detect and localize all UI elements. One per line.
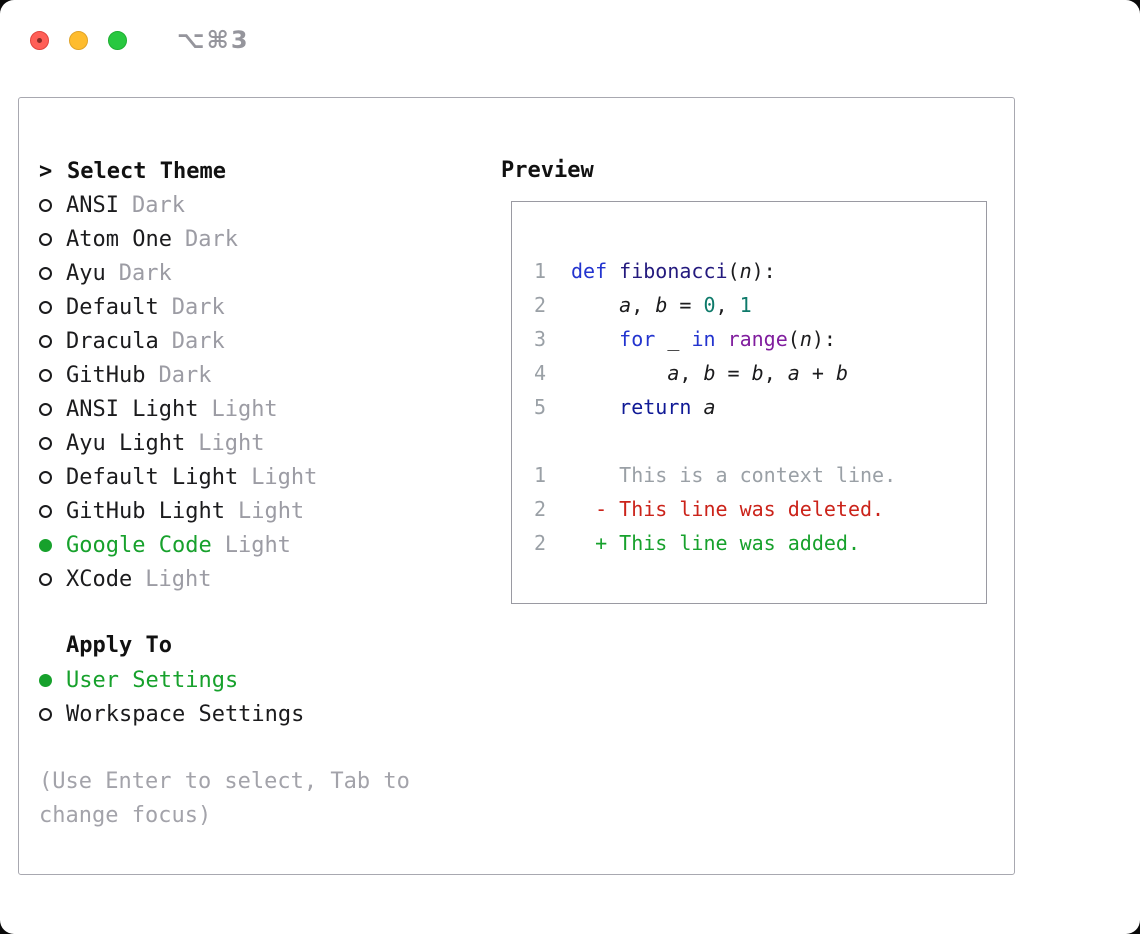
theme-option-xcode-light[interactable]: XCode Light — [39, 562, 499, 596]
theme-option-ansi-light[interactable]: ANSI Light Light — [39, 392, 499, 426]
radio-icon — [39, 572, 52, 586]
theme-option-default-light[interactable]: Default Light Light — [39, 460, 499, 494]
cursor-prompt-icon: > — [39, 158, 53, 184]
line-number: 5 — [533, 395, 546, 419]
line-number: 3 — [533, 327, 546, 351]
usage-hint-line2: change focus) — [39, 803, 212, 828]
usage-hint: (Use Enter to select, Tab to change focus… — [39, 765, 499, 833]
theme-option-default-dark[interactable]: Default Dark — [39, 290, 499, 324]
code-line-1: 1 def fibonacci(n): — [532, 254, 976, 288]
radio-icon — [39, 198, 52, 212]
radio-icon — [39, 300, 52, 314]
radio-icon — [39, 266, 52, 280]
theme-option-ayu-light[interactable]: Ayu Light Light — [39, 426, 499, 460]
theme-picker-panel: > Select Theme ANSI Dark Atom One Dark A… — [18, 97, 1015, 875]
diff-deleted-text: - This line was deleted. — [571, 497, 885, 521]
diff-line-deleted: 2 - This line was deleted. — [532, 492, 976, 526]
theme-option-github-dark[interactable]: GitHub Dark — [39, 358, 499, 392]
radio-icon — [39, 334, 52, 348]
theme-option-ayu-dark[interactable]: Ayu Dark — [39, 256, 499, 290]
apply-to-heading: Apply To — [66, 633, 172, 658]
radio-icon — [39, 436, 52, 450]
code-text: for _ in range(n): — [619, 327, 836, 351]
radio-icon — [39, 707, 52, 721]
zoom-button[interactable] — [108, 30, 127, 50]
select-theme-title: Select Theme — [67, 158, 226, 184]
line-number: 1 — [533, 259, 546, 283]
line-number: 4 — [533, 361, 546, 385]
radio-icon — [39, 368, 52, 382]
blank-line — [532, 424, 976, 458]
diff-line-context: 1 This is a context line. — [532, 458, 976, 492]
theme-option-ansi-dark[interactable]: ANSI Dark — [39, 188, 499, 222]
code-line-3: 3 for _ in range(n): — [532, 322, 976, 356]
radio-icon — [39, 232, 52, 246]
minimize-button[interactable] — [69, 30, 88, 50]
line-number: 2 — [533, 531, 546, 555]
diff-added-text: + This line was added. — [571, 531, 860, 555]
theme-list-column: > Select Theme ANSI Dark Atom One Dark A… — [39, 154, 499, 833]
line-number: 2 — [533, 293, 546, 317]
theme-preview-box: 1 def fibonacci(n): 2 a, b = 0, 1 3 for … — [511, 201, 987, 604]
theme-option-google-code-light[interactable]: Google Code Light — [39, 528, 499, 562]
keyboard-shortcut-label: ⌥⌘3 — [177, 26, 250, 54]
line-number: 1 — [533, 463, 546, 487]
radio-selected-icon — [39, 538, 52, 552]
code-text: a, b = b, a + b — [667, 361, 848, 385]
diff-context-text: This is a context line. — [571, 463, 897, 487]
preview-heading: Preview — [501, 158, 594, 183]
code-line-5: 5 return a — [532, 390, 976, 424]
close-button[interactable] — [30, 30, 49, 50]
radio-icon — [39, 402, 52, 416]
theme-option-github-light[interactable]: GitHub Light Light — [39, 494, 499, 528]
line-number: 2 — [533, 497, 546, 521]
select-theme-heading: > Select Theme — [39, 154, 499, 188]
radio-selected-icon — [39, 673, 52, 687]
usage-hint-line1: (Use Enter to select, Tab to — [39, 769, 410, 794]
apply-option-workspace-settings[interactable]: Workspace Settings — [39, 697, 499, 731]
theme-option-dracula-dark[interactable]: Dracula Dark — [39, 324, 499, 358]
diff-line-added: 2 + This line was added. — [532, 526, 976, 560]
code-line-4: 4 a, b = b, a + b — [532, 356, 976, 390]
titlebar: ⌥⌘3 — [30, 26, 250, 54]
apply-option-user-settings[interactable]: User Settings — [39, 663, 499, 697]
theme-option-atom-one-dark[interactable]: Atom One Dark — [39, 222, 499, 256]
code-text: a, b = 0, 1 — [619, 293, 752, 317]
radio-icon — [39, 504, 52, 518]
code-line-2: 2 a, b = 0, 1 — [532, 288, 976, 322]
code-text: def fibonacci(n): — [571, 259, 776, 283]
radio-icon — [39, 470, 52, 484]
code-text: return a — [619, 395, 716, 419]
